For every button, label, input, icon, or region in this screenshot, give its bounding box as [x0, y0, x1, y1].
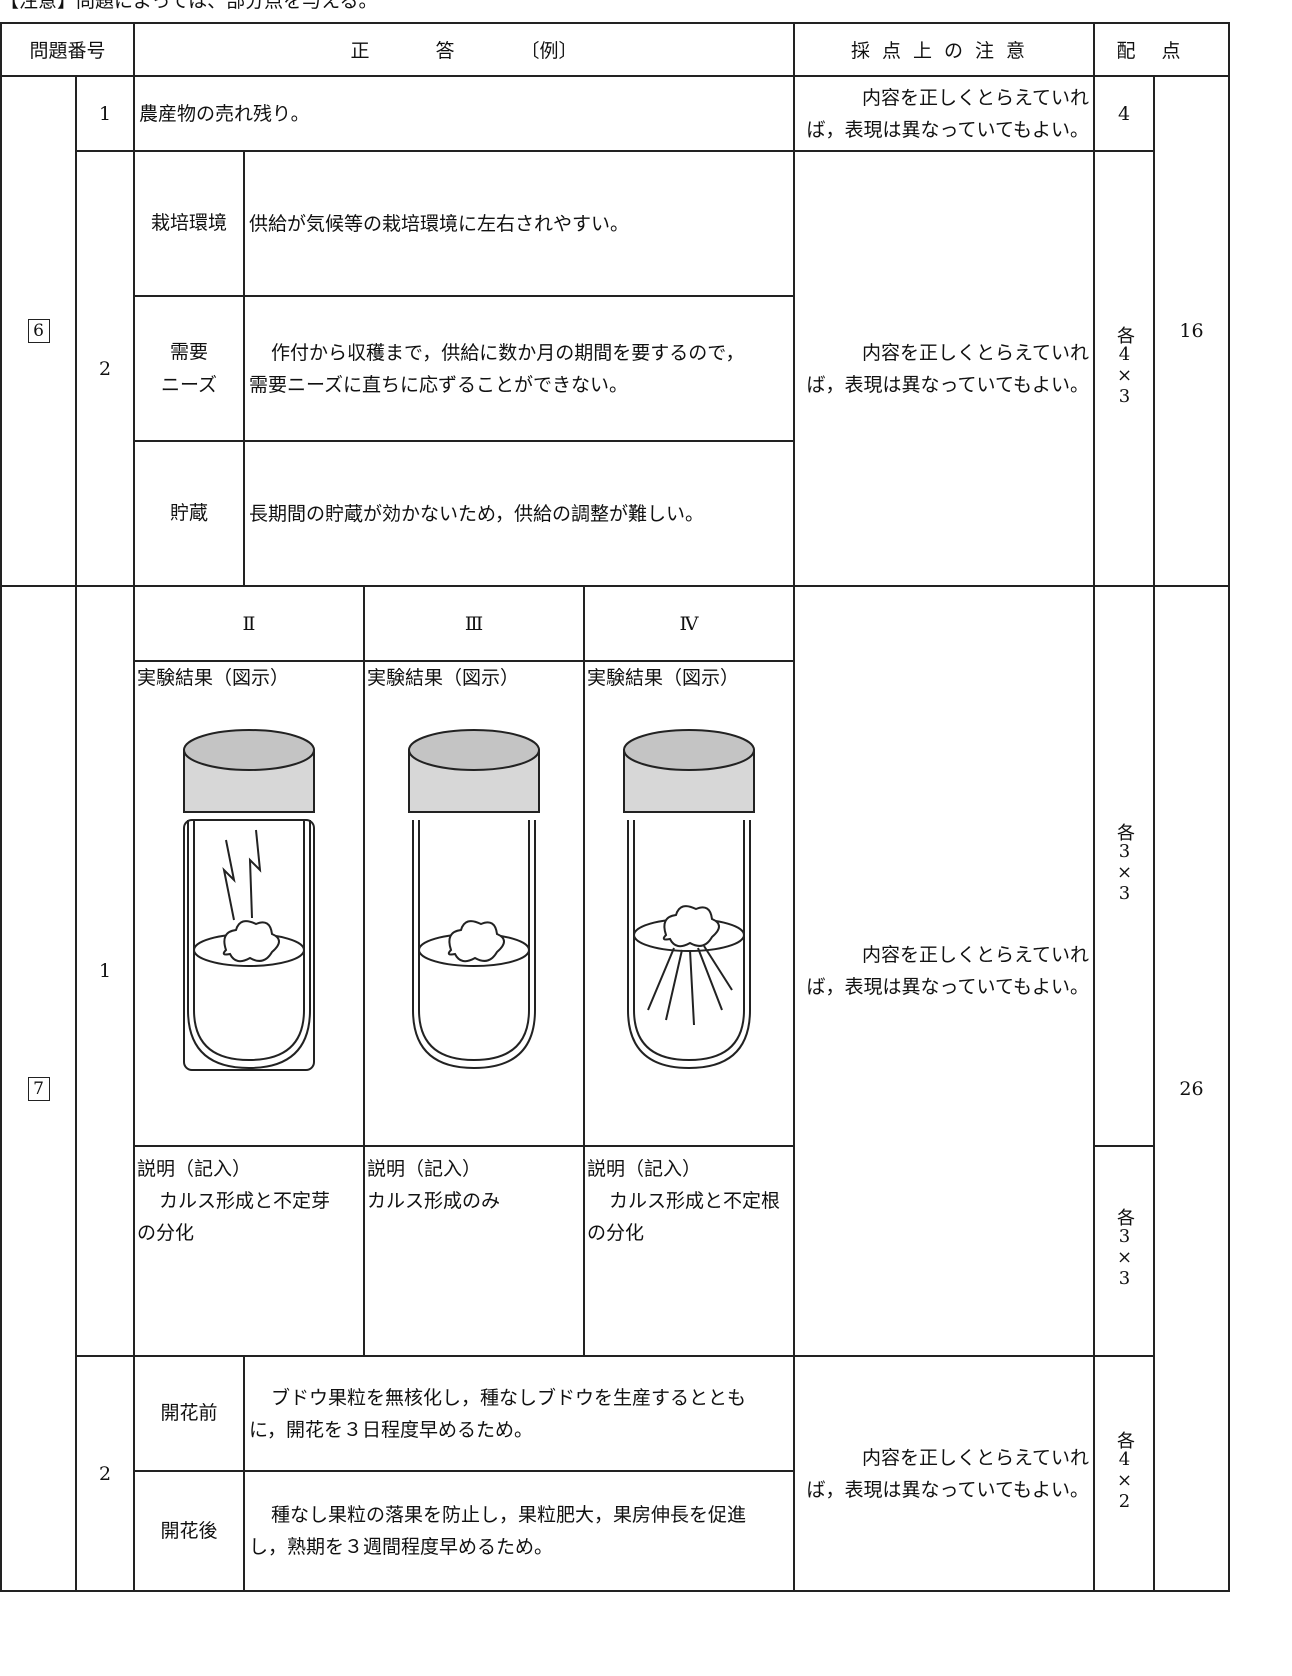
- q6-sub2-label-cultivation: 栽培環境: [133, 150, 245, 297]
- q7-sub1-note: 内容を正しくとらえていれば，表現は異なっていてもよい。: [793, 585, 1095, 1357]
- q6-sub2-number: 2: [75, 150, 135, 587]
- q6-sub1-number: 1: [75, 75, 135, 152]
- q6-number: 6: [0, 75, 77, 587]
- q7-result-cell-3: 実験結果（図示）: [363, 660, 585, 1147]
- q7-sub2-note: 内容を正しくとらえていれば，表現は異なっていてもよい。: [793, 1355, 1095, 1592]
- header-points: 配点: [1093, 22, 1230, 77]
- header-num: 問題番号: [0, 22, 135, 77]
- q7-result-cell-2: 実験結果（図示）: [133, 660, 365, 1147]
- q7-sub1-points-b: 各3×3: [1093, 1145, 1155, 1357]
- q6-sub2-answer-cultivation: 供給が気候等の栽培環境に左右されやすい。: [243, 150, 795, 297]
- q7-sub2-number: 2: [75, 1355, 135, 1592]
- q7-sub1-roman-3: Ⅲ: [363, 585, 585, 662]
- q6-sub2-label-storage: 貯蔵: [133, 440, 245, 587]
- q7-explain-cell-2: 説明（記入） カルス形成と不定芽 の分化: [133, 1145, 365, 1357]
- q7-sub2-points: 各4×2: [1093, 1355, 1155, 1592]
- top-note: 【注意】問題によっては、部分点を与える。: [0, 0, 378, 12]
- test-tube-callus-illustration: [408, 729, 540, 1070]
- header-answer: 正 答 〔例〕: [133, 22, 795, 77]
- q6-sub2-note: 内容を正しくとらえていれば，表現は異なっていてもよい。: [793, 150, 1095, 587]
- q7-result-cell-4: 実験結果（図示）: [583, 660, 795, 1147]
- q7-explain-cell-3: 説明（記入） カルス形成のみ: [363, 1145, 585, 1357]
- q7-number: 7: [0, 585, 77, 1592]
- q7-explain-cell-4: 説明（記入） カルス形成と不定根 の分化: [583, 1145, 795, 1357]
- q7-sub1-points-a: 各3×3: [1093, 585, 1155, 1147]
- q7-sub1-roman-4: Ⅳ: [583, 585, 795, 662]
- q7-sub2-label-before: 開花前: [133, 1355, 245, 1472]
- test-tube-shoots-illustration: [183, 729, 315, 1071]
- q6-sub1-note: 内容を正しくとらえていれば，表現は異なっていてもよい。: [793, 75, 1095, 152]
- q7-sub2-label-after: 開花後: [133, 1470, 245, 1592]
- result-label-4: 実験結果（図示）: [587, 667, 740, 689]
- q7-sub2-answer-before: ブドウ果粒を無核化し，種なしブドウを生産するとともに，開花を３日程度早めるため。: [243, 1355, 795, 1472]
- q6-total: 16: [1153, 75, 1230, 587]
- q6-sub2-label-demand: 需要ニーズ: [133, 295, 245, 442]
- q7-sub1-roman-2: Ⅱ: [133, 585, 365, 662]
- header-notes: 採点上の注意: [793, 22, 1095, 77]
- q6-sub2-answer-storage: 長期間の貯蔵が効かないため，供給の調整が難しい。: [243, 440, 795, 587]
- q6-sub1-points: 4: [1093, 75, 1155, 152]
- answer-table: 問題番号 正 答 〔例〕 採点上の注意 配点 6 1 農産物の売れ残り。 内容を…: [0, 22, 1230, 1592]
- q7-sub1-number: 1: [75, 585, 135, 1357]
- q7-sub2-answer-after: 種なし果粒の落果を防止し，果粒肥大，果房伸長を促進し，熟期を３週間程度早めるため…: [243, 1470, 795, 1592]
- q7-total: 26: [1153, 585, 1230, 1592]
- test-tube-roots-illustration: [623, 729, 755, 1070]
- q6-sub2-points: 各4×3: [1093, 150, 1155, 587]
- result-label-2: 実験結果（図示）: [137, 667, 290, 689]
- result-label-3: 実験結果（図示）: [367, 667, 520, 689]
- q6-sub2-answer-demand: 作付から収穫まで，供給に数か月の期間を要するので，需要ニーズに直ちに応ずることが…: [243, 295, 795, 442]
- q6-sub1-answer: 農産物の売れ残り。: [133, 75, 795, 152]
